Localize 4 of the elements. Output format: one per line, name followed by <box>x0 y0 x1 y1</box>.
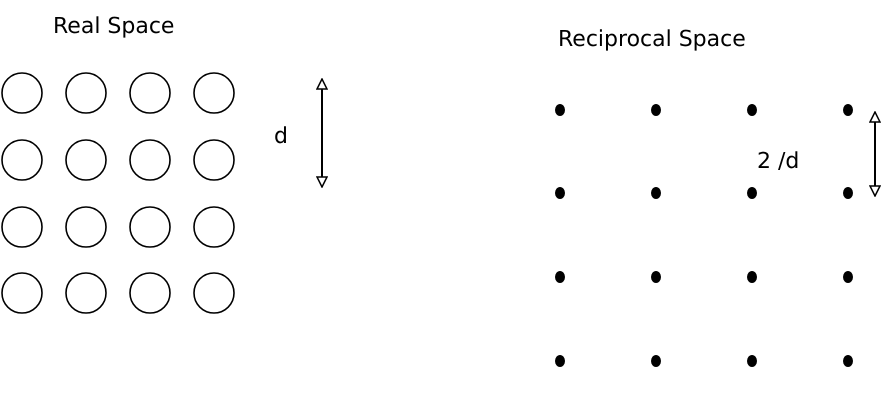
heading: Reciprocal Space <box>558 29 746 51</box>
heading: Real Space <box>53 16 174 38</box>
dimension-label: d <box>274 126 288 148</box>
dimension-label: 2 /d <box>757 151 800 173</box>
